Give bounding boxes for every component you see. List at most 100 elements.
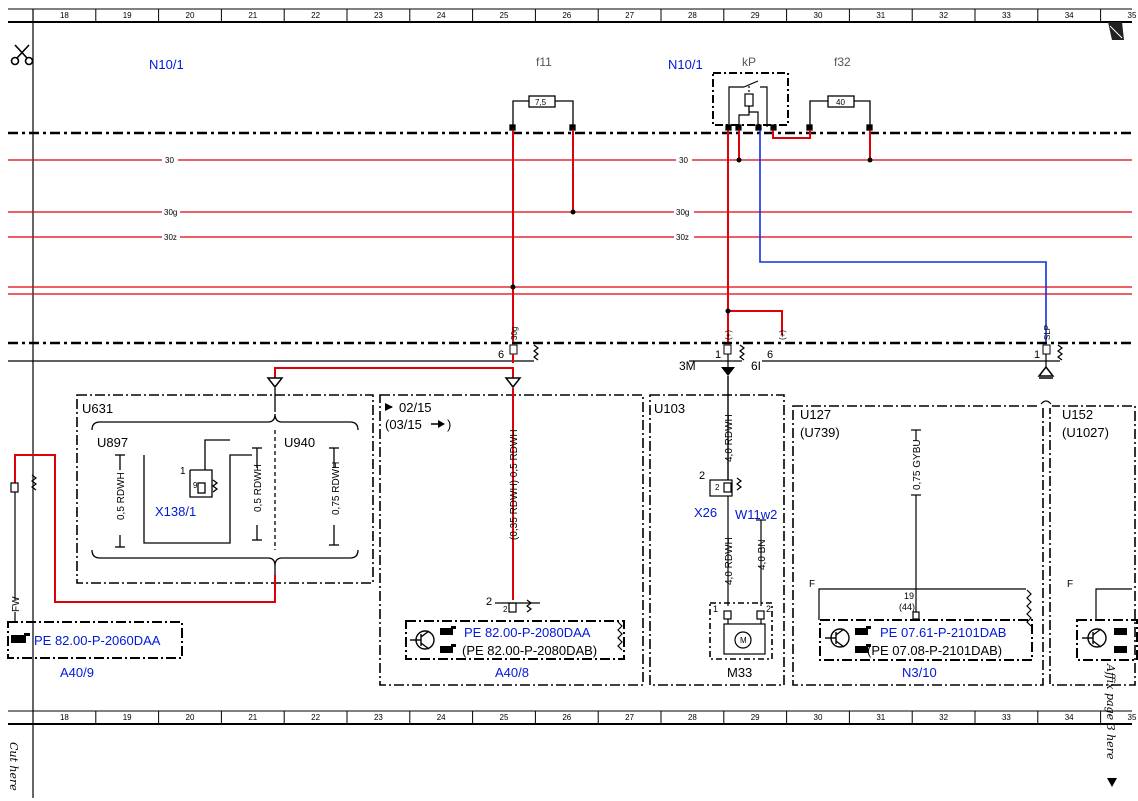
component-label-n10-1: N10/1: [668, 57, 703, 72]
column-number: 20: [186, 11, 195, 20]
column-number: 21: [248, 713, 257, 722]
bus-label-30g: 30g: [676, 208, 689, 217]
reference-a40-8-alt[interactable]: (PE 82.00-P-2080DAB): [462, 643, 597, 658]
column-number: 24: [437, 11, 446, 20]
column-number: 23: [374, 713, 383, 722]
pin-44: (44): [899, 602, 915, 612]
column-number: 26: [562, 11, 571, 20]
reference-n3-10[interactable]: PE 07.61-P-2101DAB: [880, 625, 1006, 640]
pin-2: 2: [699, 470, 705, 482]
reference-hand-icon: [855, 626, 871, 653]
wire-label: 4,0 RDWH: [724, 537, 735, 585]
component-label-n10-1: N10/1: [149, 57, 184, 72]
transistor-icon: [1082, 628, 1107, 648]
component-label-x138-1: X138/1: [155, 504, 196, 519]
column-number: 20: [186, 713, 195, 722]
pin-3m: 3M: [679, 359, 696, 373]
pin-6: 6: [767, 349, 773, 361]
column-number: 33: [1002, 11, 1011, 20]
reference-hand-icon: [440, 626, 456, 653]
column-number: 33: [1002, 713, 1011, 722]
fuse-rating-f32: 40: [836, 98, 845, 107]
pin-1: 1: [713, 604, 718, 614]
fuse-rating-f11: 7,5: [535, 98, 547, 107]
wire-label: 0,75 GYBU: [912, 439, 923, 490]
column-number: 25: [500, 11, 509, 20]
section-u152: [1049, 405, 1136, 686]
arrow-right-icon: [431, 420, 445, 428]
section-boxes: [76, 394, 1136, 686]
column-number: 31: [876, 11, 885, 20]
reference-a40-9[interactable]: PE 82.00-P-2060DAA: [34, 633, 161, 648]
column-number: 32: [939, 713, 948, 722]
wire-label: 4,0 BN: [757, 539, 768, 570]
section-date-variant: [379, 394, 644, 686]
column-number: 27: [625, 11, 634, 20]
cut-here-note: Cut here: [7, 742, 20, 791]
section-label-u103: U103: [654, 401, 685, 416]
bus-label-30: 30: [679, 156, 688, 165]
power-bus-group: [8, 159, 1132, 295]
pin-2: 2: [715, 483, 720, 492]
column-number: 35: [1128, 713, 1137, 722]
affix-page-note: Affix page 3 here: [1104, 663, 1117, 760]
reference-n3-10-alt[interactable]: (PE 07.08-P-2101DAB): [867, 643, 1002, 658]
section-label-u739: (U739): [800, 425, 840, 440]
column-number: 21: [248, 11, 257, 20]
column-number: 18: [60, 713, 69, 722]
pin-1: 1: [180, 466, 186, 477]
pin-19: 19: [904, 591, 914, 601]
column-number: 28: [688, 713, 697, 722]
wire-label: 4,0 RDWH: [724, 414, 735, 462]
component-label-a40-8: A40/8: [495, 665, 529, 680]
motor-icon: M: [740, 636, 747, 645]
red-wires-upper: [512, 130, 871, 342]
pin-1: 1: [1034, 349, 1040, 361]
pin-2: 2: [503, 605, 508, 614]
connector-row: [8, 344, 1063, 362]
connector-arrows: [266, 365, 1055, 389]
red-wire-a40-9: [14, 454, 276, 603]
pin-1: 1: [715, 349, 721, 361]
column-number: 19: [123, 11, 132, 20]
component-box-partial: [1076, 619, 1138, 661]
date-to-close: ): [447, 417, 451, 432]
bus-label-30g: 30g: [164, 208, 177, 217]
pin-6i: 6I: [751, 359, 761, 373]
fuse-label-f32: f32: [834, 55, 851, 69]
transistor-icon: [825, 628, 850, 648]
section-u631: [76, 394, 374, 584]
component-box-a40-8: [405, 620, 625, 660]
bus-label-30z: 30z: [164, 233, 177, 242]
reference-hand-icon: [1114, 628, 1127, 653]
relay-label-kp: kP: [742, 55, 756, 69]
section-u103: [649, 394, 785, 686]
connector-tags: 30g (+) (+) SLP: [510, 325, 1052, 340]
wire-label: 0,5 RDWH: [116, 472, 127, 520]
column-number: 26: [562, 713, 571, 722]
wire-label-fw: FW: [11, 596, 22, 612]
reference-hand-icon: [11, 633, 30, 643]
column-number: 18: [60, 11, 69, 20]
tag-30g: 30g: [510, 327, 519, 340]
component-box-a40-9: [7, 621, 183, 659]
pin-f: F: [1067, 579, 1073, 590]
pin-2: 2: [766, 604, 771, 614]
red-wires-lower: [274, 354, 514, 378]
pin-9: 9: [193, 481, 198, 490]
column-number: 29: [751, 11, 760, 20]
page-tab-icon: [1108, 22, 1124, 40]
column-number: 24: [437, 713, 446, 722]
column-number: 28: [688, 11, 697, 20]
column-number: 22: [311, 713, 320, 722]
column-number: 19: [123, 713, 132, 722]
reference-a40-8[interactable]: PE 82.00-P-2080DAA: [464, 625, 591, 640]
column-number: 34: [1065, 11, 1074, 20]
column-number: 29: [751, 713, 760, 722]
section-label-u940: U940: [284, 435, 315, 450]
column-number: 32: [939, 11, 948, 20]
section-label-u631: U631: [82, 401, 113, 416]
